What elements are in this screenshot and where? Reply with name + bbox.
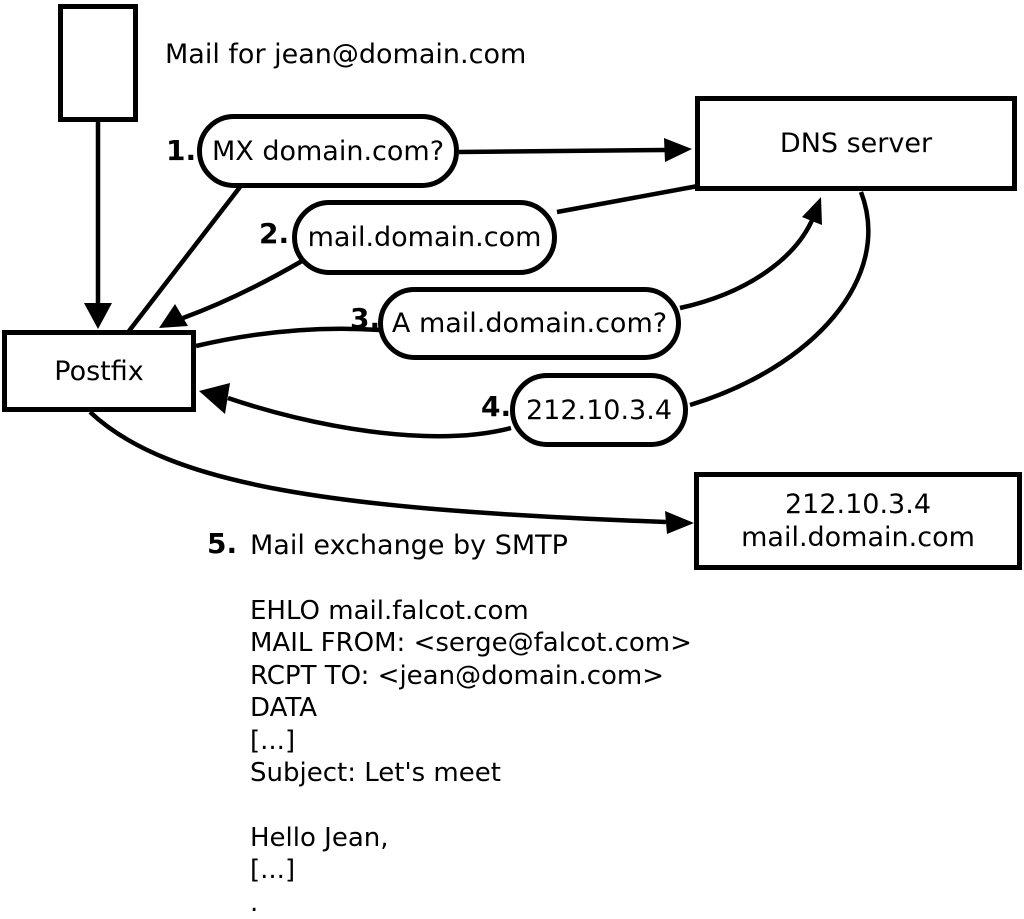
smtp-line: [...] [250,725,296,756]
step2-reply-bubble: mail.domain.com [292,200,557,275]
step4-reply-bubble: 212.10.3.4 [510,373,688,447]
step2-number: 2. [259,217,290,250]
step4-number: 4. [481,390,512,423]
smtp-line: RCPT TO: <jean@domain.com> [250,660,665,691]
arrowhead-mail-to-postfix [84,303,112,329]
postfix-label: Postfix [54,355,144,387]
smtp-session-transcript: EHLO mail.falcot.com MAIL FROM: <serge@f… [250,596,692,919]
line-postfix-to-mailserver [88,410,667,525]
arrowhead-postfix-to-mailserver [665,511,694,534]
line-query1-to-dns [458,147,667,155]
line-postfix-to-query1 [127,185,242,333]
line-query3-to-dns [679,217,816,311]
smtp-line: Subject: Let's meet [250,757,501,788]
step5-label: Mail exchange by SMTP [250,530,568,561]
step3-number: 3. [350,302,381,335]
step3-query-bubble: A mail.domain.com? [378,287,681,360]
step2-reply-label: mail.domain.com [307,222,542,253]
mail-server-ip: 212.10.3.4 [785,489,931,520]
smtp-line: DATA [250,693,317,724]
line-dns-to-reply4 [689,191,871,408]
smtp-line [250,790,692,822]
arrowhead-query1-to-dns [664,138,692,162]
step3-query-label: A mail.domain.com? [391,308,668,339]
step1-query-label: MX domain.com? [211,135,445,167]
arrowhead-reply4-to-postfix [199,383,230,414]
arrowhead-query3-to-dns [802,197,822,225]
postfix-box: Postfix [2,330,196,412]
step4-reply-label: 212.10.3.4 [526,394,672,426]
step1-query-bubble: MX domain.com? [197,114,459,188]
line-postfix-to-query3 [195,326,381,349]
smtp-line: . [250,887,259,918]
line-reply4-to-postfix [227,395,512,439]
mail-message-shape [58,4,138,122]
mail-server-box: 212.10.3.4 mail.domain.com [694,472,1022,570]
line-dns-to-reply2 [556,183,699,215]
mail-for-label: Mail for jean@domain.com [165,39,527,70]
smtp-line: EHLO mail.falcot.com [250,596,529,626]
smtp-line: [...] [250,855,296,886]
smtp-line: Hello Jean, [250,822,389,853]
mail-server-hostname: mail.domain.com [741,522,975,553]
smtp-line: MAIL FROM: <serge@falcot.com> [250,628,692,659]
dns-server-box: DNS server [695,96,1017,191]
dns-server-label: DNS server [779,128,933,159]
step1-number: 1. [166,134,197,167]
arrowhead-reply2-to-postfix [159,304,188,328]
line-reply2-to-postfix [182,259,304,321]
step5-number: 5. [207,527,238,560]
